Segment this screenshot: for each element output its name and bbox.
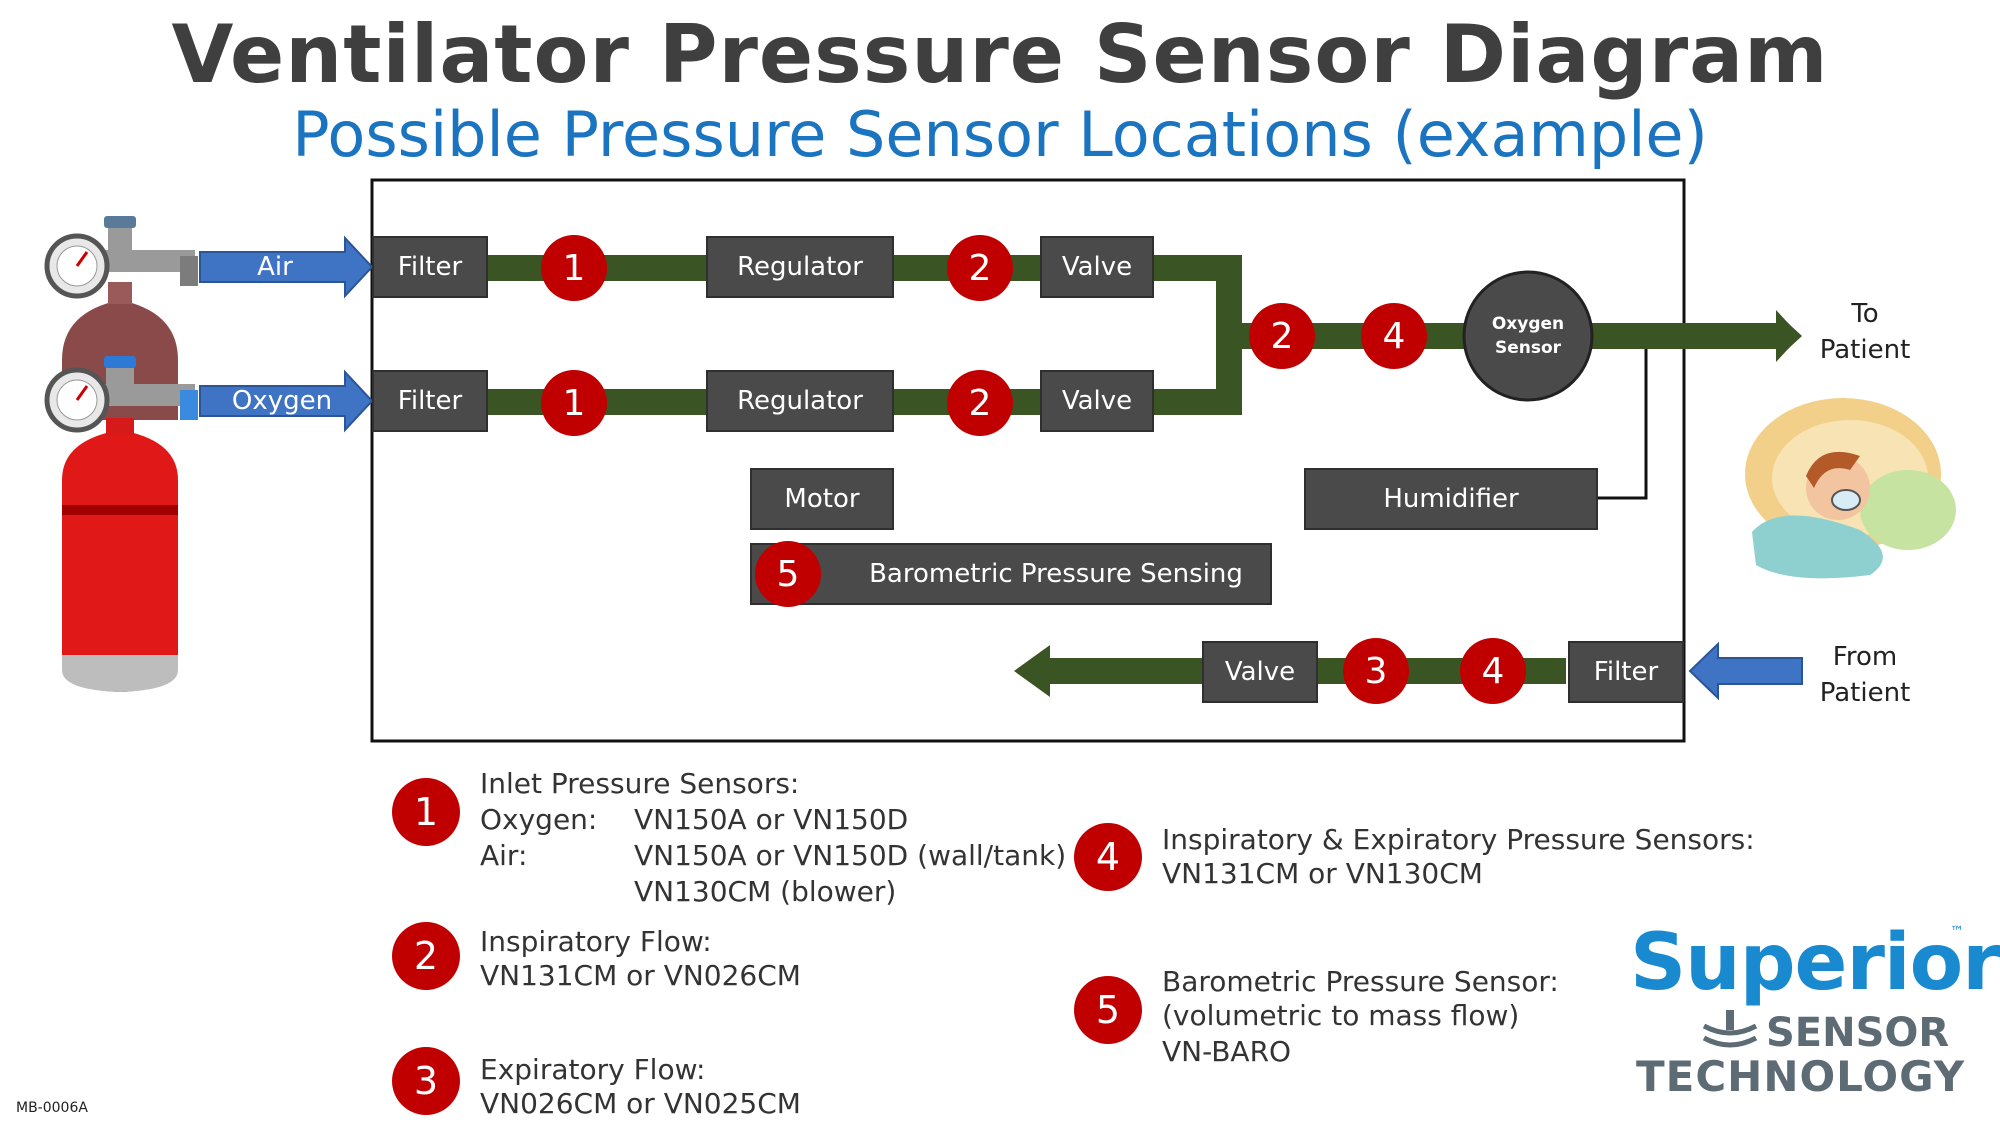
air-label: Air	[257, 252, 293, 282]
motor-block: Motor	[750, 468, 894, 530]
from-patient-arrow	[1688, 641, 1803, 701]
legend-1-heading: Inlet Pressure Sensors:	[480, 767, 800, 800]
sensor-badge-3-expiratory: 3	[1343, 638, 1409, 704]
legend-5-line-2: (volumetric to mass flow)	[1162, 999, 1520, 1032]
valve-oxygen-block: Valve	[1040, 370, 1154, 432]
filter-oxygen-block: Filter	[372, 370, 488, 432]
filter-return-block: Filter	[1568, 641, 1684, 703]
legend-1-oxygen-value: VN150A or VN150D	[634, 803, 909, 836]
logo-trademark: ™	[1950, 924, 1964, 940]
legend-1-air-value-1: VN150A or VN150D (wall/tank)	[634, 839, 1067, 872]
exhaust-arrow	[1014, 645, 1050, 697]
sensor-badge-2-air: 2	[947, 235, 1013, 301]
legend-1-air-value-2: VN130CM (blower)	[634, 875, 897, 908]
oxygen-sensor	[1462, 270, 1594, 402]
legend-badge-1: 1	[392, 778, 460, 846]
sensor-badge-2-mixed: 2	[1249, 303, 1315, 369]
sensor-badge-4-inspiratory: 4	[1361, 303, 1427, 369]
sensor-badge-4-expiratory: 4	[1460, 638, 1526, 704]
oxygen-arrow	[199, 369, 374, 433]
logo-line-3: TECHNOLOGY	[1636, 1052, 1966, 1101]
logo-line-2: SENSOR	[1766, 1010, 1950, 1056]
patient-illustration-icon	[1745, 398, 1956, 579]
legend-2-value: VN131CM or VN026CM	[480, 959, 801, 992]
legend-5-line-3: VN-BARO	[1162, 1035, 1292, 1068]
legend-5-heading: Barometric Pressure Sensor:	[1162, 965, 1559, 998]
legend-3-heading: Expiratory Flow:	[480, 1053, 706, 1086]
legend-badge-5: 5	[1074, 976, 1142, 1044]
page-subtitle: Possible Pressure Sensor Locations (exam…	[292, 98, 1708, 171]
oxygen-sensor-label: Oxygen Sensor	[1491, 314, 1565, 358]
sensor-badge-1-air: 1	[541, 235, 607, 301]
regulator-air-block: Regulator	[706, 236, 894, 298]
legend-1-oxygen-label: Oxygen:	[480, 803, 598, 836]
sensor-badge-1-oxygen: 1	[541, 370, 607, 436]
humidifier-block: Humidifier	[1304, 468, 1598, 530]
sensor-badge-5-baro: 5	[755, 541, 821, 607]
legend-4-value: VN131CM or VN130CM	[1162, 857, 1483, 890]
valve-exhaust-block: Valve	[1202, 641, 1318, 703]
legend-badge-2: 2	[392, 922, 460, 990]
to-patient-label: To Patient	[1819, 299, 1911, 365]
system-boundary	[370, 178, 1686, 743]
logo-wave-icon	[1702, 1010, 1758, 1048]
logo-brand: Superior	[1630, 918, 2000, 1008]
pipes	[488, 255, 1800, 697]
from-patient-label: From Patient	[1819, 642, 1911, 708]
regulator-oxygen-block: Regulator	[706, 370, 894, 432]
legend-4-heading: Inspiratory & Expiratory Pressure Sensor…	[1162, 823, 1755, 856]
oxygen-label: Oxygen	[231, 386, 333, 416]
legend-badge-3: 3	[392, 1047, 460, 1115]
gas-cylinders-icon	[44, 216, 198, 692]
air-arrow	[199, 235, 374, 299]
legend-2-heading: Inspiratory Flow:	[480, 925, 712, 958]
legend-3-value: VN026CM or VN025CM	[480, 1087, 801, 1120]
legend-badge-4: 4	[1074, 823, 1142, 891]
filter-air-block: Filter	[372, 236, 488, 298]
valve-air-block: Valve	[1040, 236, 1154, 298]
legend-1-air-label: Air:	[480, 839, 528, 872]
doc-code: MB-0006A	[16, 1100, 88, 1116]
humidifier-line	[1598, 349, 1648, 500]
superior-sensor-logo: Superior ™ SENSOR TECHNOLOGY	[1630, 918, 2000, 1101]
baro-block: Barometric Pressure Sensing	[750, 543, 1272, 605]
sensor-badge-2-oxygen: 2	[947, 370, 1013, 436]
page-title: Ventilator Pressure Sensor Diagram	[171, 8, 1829, 101]
